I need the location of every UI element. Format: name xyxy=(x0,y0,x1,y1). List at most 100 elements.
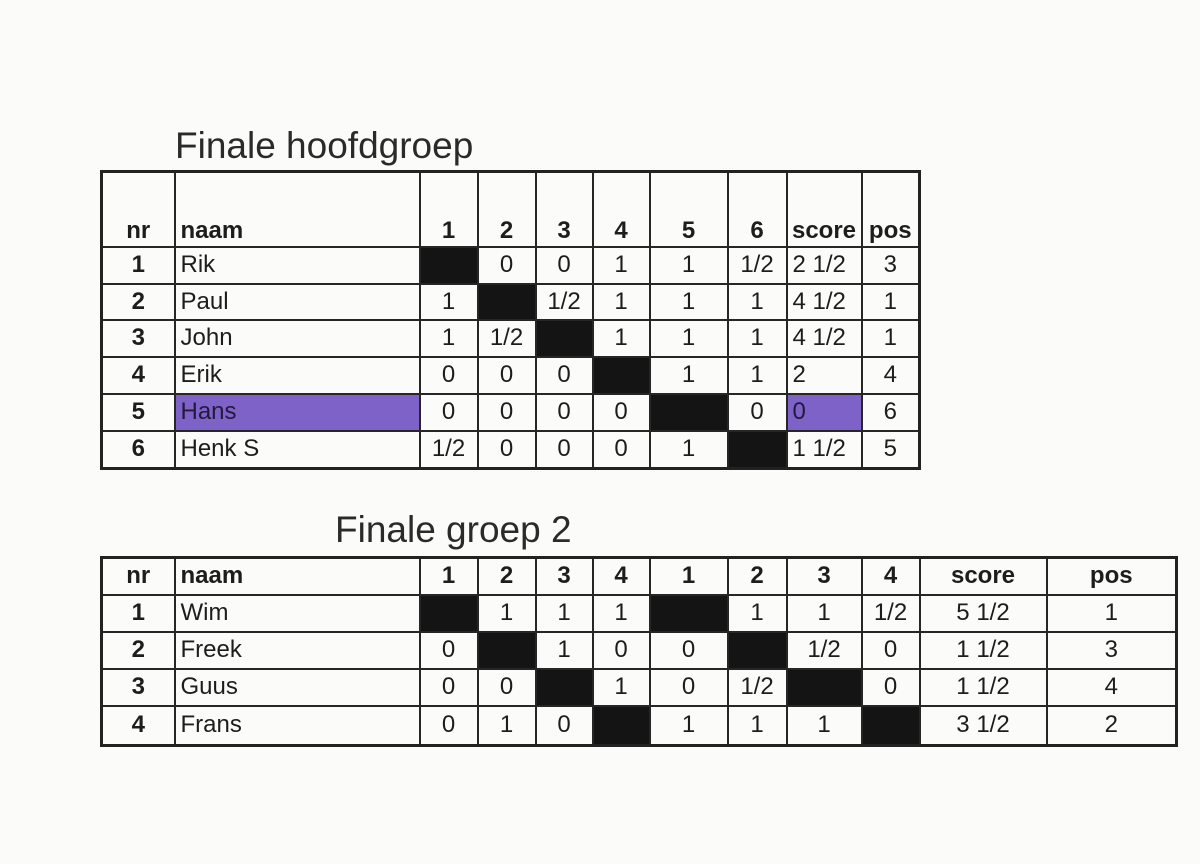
position-cell: 1 xyxy=(860,282,921,321)
player-number: 3 xyxy=(100,667,176,707)
result-cell: 0 xyxy=(591,630,651,670)
score-cell: 1 1/2 xyxy=(918,630,1048,670)
column-header: naam xyxy=(173,556,421,596)
column-header: 2 xyxy=(476,170,537,248)
blocked-cell xyxy=(726,429,788,470)
player-number: 1 xyxy=(100,593,176,633)
player-number: 6 xyxy=(100,429,176,470)
player-name: Erik xyxy=(173,355,421,395)
table-title-hoofdgroep: Finale hoofdgroep xyxy=(175,125,474,166)
result-cell: 0 xyxy=(476,667,537,707)
result-cell: 1/2 xyxy=(785,630,863,670)
position-cell: 4 xyxy=(1045,667,1178,707)
player-name: Frans xyxy=(173,704,421,747)
column-header: naam xyxy=(173,170,421,248)
blocked-cell xyxy=(860,704,921,747)
result-cell: 1 xyxy=(591,667,651,707)
score-cell: 0 xyxy=(785,392,863,432)
blocked-cell xyxy=(726,630,788,670)
blocked-cell xyxy=(591,355,651,395)
result-cell: 1 xyxy=(726,704,788,747)
result-cell: 0 xyxy=(534,429,594,470)
player-number: 2 xyxy=(100,282,176,321)
result-cell: 0 xyxy=(591,392,651,432)
result-cell: 1 xyxy=(476,704,537,747)
result-cell: 1 xyxy=(785,704,863,747)
result-cell: 1 xyxy=(591,245,651,285)
result-cell: 1 xyxy=(591,318,651,358)
player-number: 4 xyxy=(100,704,176,747)
column-header: 5 xyxy=(648,170,729,248)
result-cell: 0 xyxy=(534,392,594,432)
result-cell: 1 xyxy=(534,630,594,670)
result-cell: 1 xyxy=(648,429,729,470)
result-cell: 0 xyxy=(860,630,921,670)
column-header: 4 xyxy=(591,556,651,596)
result-cell: 1 xyxy=(418,318,479,358)
result-cell: 1 xyxy=(726,318,788,358)
result-cell: 0 xyxy=(534,704,594,747)
blocked-cell xyxy=(648,392,729,432)
result-cell: 1 xyxy=(726,282,788,321)
result-cell: 0 xyxy=(648,630,729,670)
result-cell: 1 xyxy=(648,282,729,321)
result-cell: 1/2 xyxy=(534,282,594,321)
column-header: 6 xyxy=(726,170,788,248)
blocked-cell xyxy=(648,593,729,633)
result-cell: 1/2 xyxy=(726,667,788,707)
position-cell: 6 xyxy=(860,392,921,432)
result-cell: 1/2 xyxy=(418,429,479,470)
column-header: pos xyxy=(1045,556,1178,596)
player-name: Henk S xyxy=(173,429,421,470)
player-name: John xyxy=(173,318,421,358)
column-header: 4 xyxy=(860,556,921,596)
result-cell: 1 xyxy=(648,355,729,395)
column-header: 1 xyxy=(648,556,729,596)
position-cell: 4 xyxy=(860,355,921,395)
blocked-cell xyxy=(476,282,537,321)
result-cell: 1 xyxy=(726,593,788,633)
column-header: nr xyxy=(100,170,176,248)
result-cell: 1/2 xyxy=(726,245,788,285)
column-header: 3 xyxy=(534,556,594,596)
result-cell: 1 xyxy=(591,593,651,633)
column-header: score xyxy=(918,556,1048,596)
result-cell: 1 xyxy=(591,282,651,321)
player-name: Wim xyxy=(173,593,421,633)
result-cell: 1/2 xyxy=(860,593,921,633)
blocked-cell xyxy=(418,245,479,285)
result-cell: 0 xyxy=(418,355,479,395)
result-cell: 0 xyxy=(476,429,537,470)
result-cell: 1 xyxy=(648,318,729,358)
result-cell: 1 xyxy=(476,593,537,633)
blocked-cell xyxy=(591,704,651,747)
blocked-cell xyxy=(418,593,479,633)
player-number: 5 xyxy=(100,392,176,432)
position-cell: 5 xyxy=(860,429,921,470)
table-title-groep-2: Finale groep 2 xyxy=(335,509,572,550)
result-cell: 1 xyxy=(418,282,479,321)
score-cell: 2 xyxy=(785,355,863,395)
position-cell: 3 xyxy=(860,245,921,285)
result-cell: 1/2 xyxy=(476,318,537,358)
score-cell: 1 1/2 xyxy=(785,429,863,470)
result-cell: 0 xyxy=(726,392,788,432)
blocked-cell xyxy=(476,630,537,670)
column-header: 3 xyxy=(785,556,863,596)
result-cell: 0 xyxy=(418,392,479,432)
player-name: Guus xyxy=(173,667,421,707)
position-cell: 2 xyxy=(1045,704,1178,747)
score-cell: 3 1/2 xyxy=(918,704,1048,747)
column-header: pos xyxy=(860,170,921,248)
result-cell: 1 xyxy=(726,355,788,395)
